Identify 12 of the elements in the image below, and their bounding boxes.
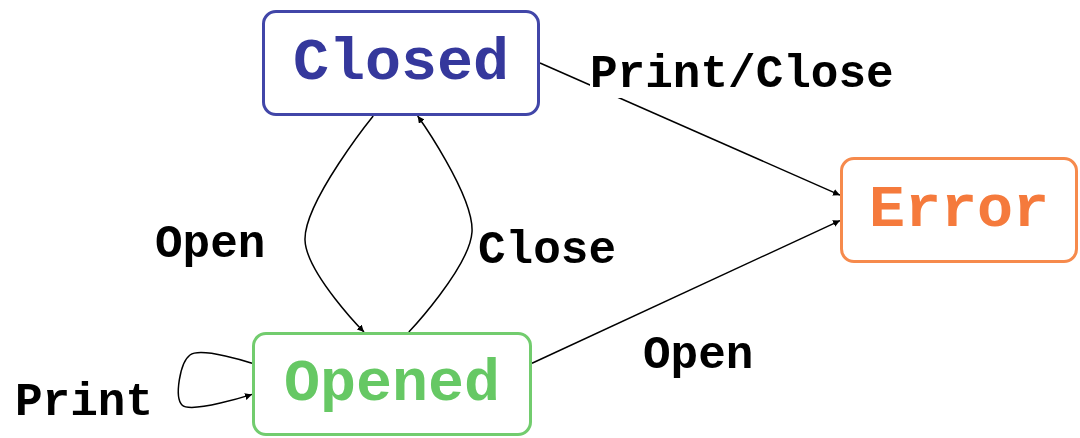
state-box [252, 332, 532, 436]
state-box [262, 10, 540, 116]
state-name: Error [869, 176, 1049, 244]
state-name: Opened [283, 350, 500, 418]
state-box [840, 157, 1078, 263]
arrow [531, 219, 841, 364]
arrow [539, 62, 841, 196]
edge-label: Print/Close [590, 52, 894, 98]
state-name: Closed [292, 29, 509, 97]
arrow [177, 351, 253, 409]
arrow [408, 115, 473, 333]
arrow [304, 115, 374, 333]
